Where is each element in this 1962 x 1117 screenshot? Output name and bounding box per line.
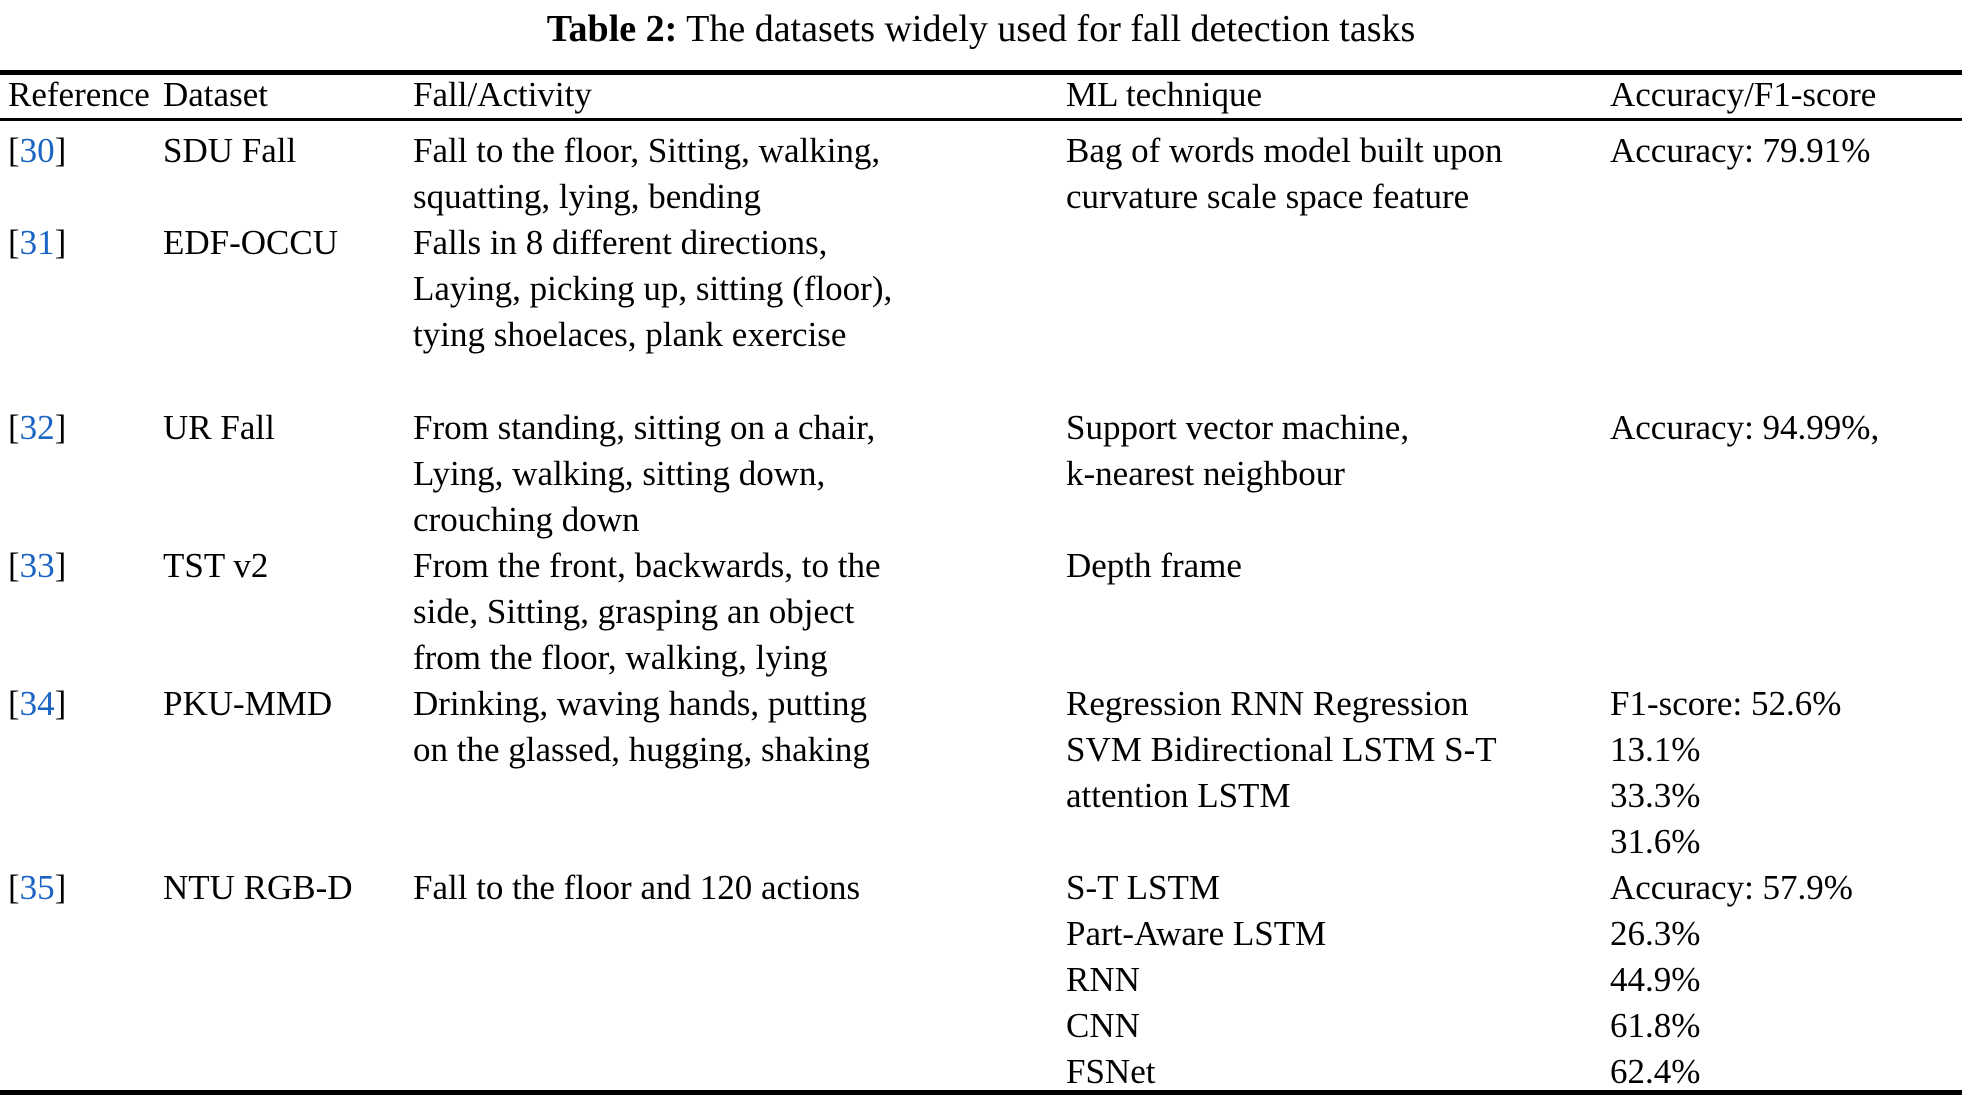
table-top-rule — [0, 70, 1962, 75]
reference-citation[interactable]: [35] — [8, 868, 67, 907]
activity-list: From standing, sitting on a chair, Lying… — [413, 408, 876, 539]
activity-list: Drinking, waving hands, putting on the g… — [413, 684, 870, 769]
dataset-name: TST v2 — [163, 546, 269, 585]
reference-number[interactable]: 31 — [19, 223, 55, 262]
reference-number[interactable]: 32 — [19, 408, 55, 447]
table-caption-label: Table 2: — [546, 8, 678, 50]
dataset-name: NTU RGB-D — [163, 868, 353, 907]
activity-list: Fall to the floor and 120 actions — [413, 868, 861, 907]
accuracy-value: Accuracy: 79.91% — [1610, 131, 1871, 170]
reference-citation[interactable]: [31] — [8, 223, 67, 262]
table-bottom-rule — [0, 1090, 1962, 1095]
column-header-dataset: Dataset — [163, 75, 268, 114]
dataset-name: UR Fall — [163, 408, 275, 447]
ml-technique: Depth frame — [1066, 546, 1242, 585]
dataset-name: EDF-OCCU — [163, 223, 339, 262]
reference-citation[interactable]: [34] — [8, 684, 67, 723]
reference-citation[interactable]: [33] — [8, 546, 67, 585]
column-header-accuracy: Accuracy/F1-score — [1610, 75, 1877, 114]
ml-technique: Support vector machine, k-nearest neighb… — [1066, 408, 1410, 493]
column-header-activity: Fall/Activity — [413, 75, 592, 114]
dataset-name: SDU Fall — [163, 131, 297, 170]
reference-number[interactable]: 34 — [19, 684, 55, 723]
table-caption: Table 2: The datasets widely used for fa… — [0, 6, 1962, 52]
accuracy-value: Accuracy: 94.99%, — [1610, 408, 1880, 447]
table-caption-text: The datasets widely used for fall detect… — [686, 8, 1416, 50]
accuracy-value: F1-score: 52.6% 13.1% 33.3% 31.6% — [1610, 684, 1842, 861]
reference-number[interactable]: 30 — [19, 131, 55, 170]
reference-citation[interactable]: [30] — [8, 131, 67, 170]
table-header-rule — [0, 118, 1962, 121]
ml-technique: S-T LSTM Part-Aware LSTM RNN CNN FSNet — [1066, 868, 1327, 1091]
activity-list: Falls in 8 different directions, Laying,… — [413, 223, 893, 354]
reference-number[interactable]: 35 — [19, 868, 55, 907]
reference-number[interactable]: 33 — [19, 546, 55, 585]
activity-list: Fall to the floor, Sitting, walking, squ… — [413, 131, 881, 216]
column-header-ml-technique: ML technique — [1066, 75, 1263, 114]
activity-list: From the front, backwards, to the side, … — [413, 546, 881, 677]
ml-technique: Regression RNN Regression SVM Bidirectio… — [1066, 684, 1497, 815]
ml-technique: Bag of words model built upon curvature … — [1066, 131, 1503, 216]
column-header-reference: Reference — [8, 75, 150, 114]
accuracy-value: Accuracy: 57.9% 26.3% 44.9% 61.8% 62.4% — [1610, 868, 1853, 1091]
reference-citation[interactable]: [32] — [8, 408, 67, 447]
dataset-name: PKU-MMD — [163, 684, 333, 723]
